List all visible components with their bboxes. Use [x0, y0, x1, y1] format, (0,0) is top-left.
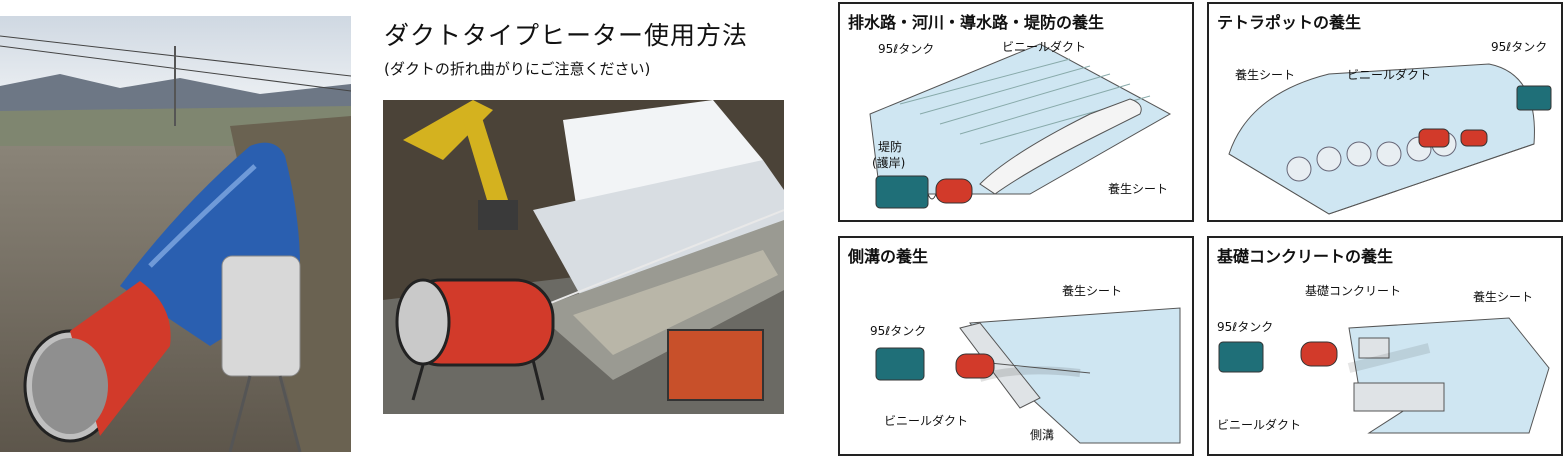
panel-title: テトラポットの養生 — [1217, 13, 1362, 32]
label-tank: 95ℓタンク — [1217, 320, 1274, 334]
label-gutter: 側溝 — [1030, 428, 1055, 442]
panel-gutter-curing: 側溝の養生 養生シート 95ℓタンク ビニールダクト 側溝 — [838, 236, 1194, 456]
panel-foundation-curing: 基礎コンクリートの養生 基礎コンクリート 養生シート 95ℓタンク ビニールダク… — [1207, 236, 1563, 456]
label-embankment-sub: (護岸) — [872, 156, 906, 170]
label-tank: 95ℓタンク — [870, 324, 927, 338]
label-concrete: 基礎コンクリート — [1305, 284, 1402, 298]
drainage-illustration — [869, 43, 1172, 209]
label-sheet: 養生シート — [1235, 68, 1296, 82]
label-tank: 95ℓタンク — [878, 42, 935, 56]
label-sheet: 養生シート — [1062, 284, 1123, 298]
panel-drainage-curing: 排水路・河川・導水路・堤防の養生 95ℓタンク ビニールダクト 堤防 (護岸) … — [838, 2, 1194, 222]
page-subtitle: (ダクトの折れ曲がりにご注意ください) — [384, 60, 651, 78]
page-title: ダクトタイプヒーター使用方法 — [384, 21, 749, 50]
label-sheet: 養生シート — [1108, 182, 1169, 196]
panel-title: 基礎コンクリートの養生 — [1217, 247, 1394, 266]
panel-title: 側溝の養生 — [848, 247, 929, 266]
label-duct: ビニールダクト — [1002, 40, 1087, 54]
foundation-illustration — [1218, 317, 1550, 434]
panel-tetrapod-curing: テトラポットの養生 95ℓタンク 養生シート ビニールダクト — [1207, 2, 1563, 222]
label-embankment: 堤防 — [878, 140, 903, 154]
label-tank: 95ℓタンク — [1491, 40, 1548, 54]
label-duct: ビニールダクト — [1217, 418, 1302, 432]
label-duct: ビニールダクト — [1347, 68, 1432, 82]
photo-construction-site — [383, 100, 784, 414]
photo-roadside-heater — [0, 16, 351, 452]
gutter-illustration — [875, 307, 1181, 444]
label-sheet: 養生シート — [1473, 290, 1534, 304]
tetrapod-illustration — [1228, 63, 1552, 215]
panel-title: 排水路・河川・導水路・堤防の養生 — [848, 13, 1105, 32]
label-duct: ビニールダクト — [884, 414, 969, 428]
